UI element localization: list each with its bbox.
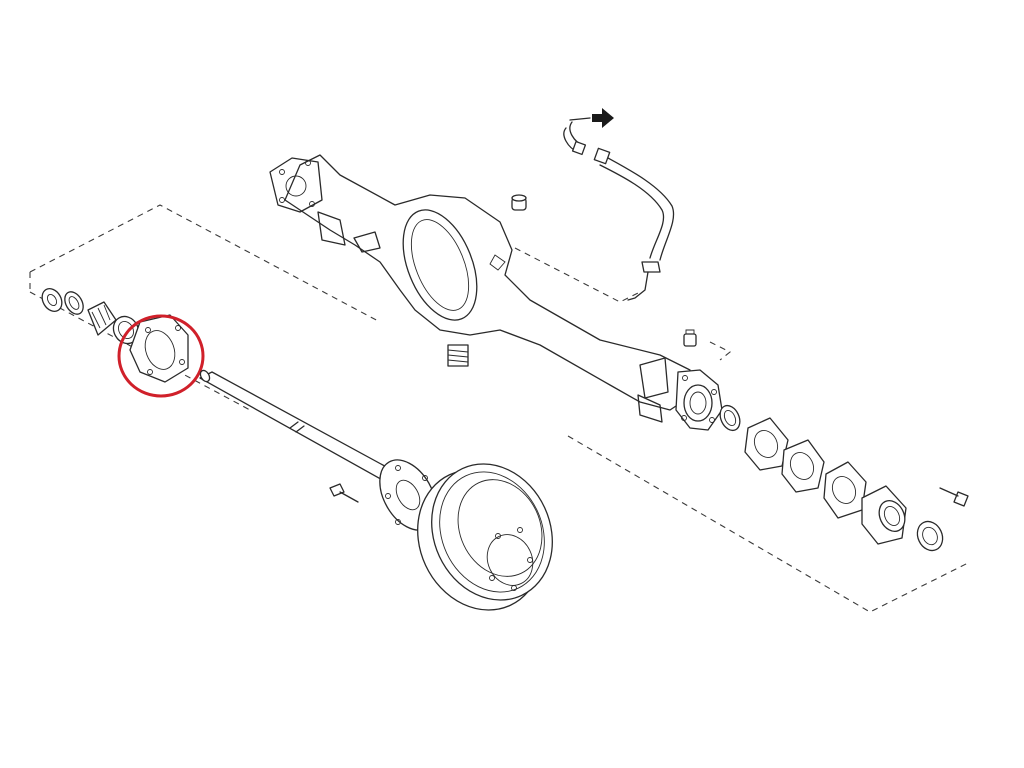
- left-washer: [41, 288, 63, 312]
- right-arrow-icon: [592, 108, 614, 128]
- left-oil-seal: [64, 291, 84, 315]
- axle-shaft-bearing-retainer-plate: [129, 314, 189, 383]
- breather-hose: [563, 117, 675, 301]
- right-gasket-2: [781, 439, 825, 493]
- left-roller-bearing: [87, 301, 117, 336]
- highlight-circle: [117, 314, 205, 398]
- right-oil-seal: [719, 404, 741, 432]
- dashed-group-right: [514, 247, 971, 613]
- right-bearing-race: [916, 520, 944, 552]
- right-hub-bolt: [939, 487, 969, 507]
- brake-drum: [417, 463, 553, 611]
- axle-housing: [269, 154, 723, 431]
- right-bearing-housing: [861, 485, 907, 545]
- drain-plug: [511, 194, 527, 211]
- filler-plug: [683, 329, 697, 347]
- right-gasket-1: [744, 417, 789, 471]
- bump-stop-spring: [447, 344, 469, 367]
- hub-bolt-left: [329, 483, 359, 503]
- axle-shaft: [199, 369, 437, 531]
- right-retainer-plate: [823, 461, 867, 519]
